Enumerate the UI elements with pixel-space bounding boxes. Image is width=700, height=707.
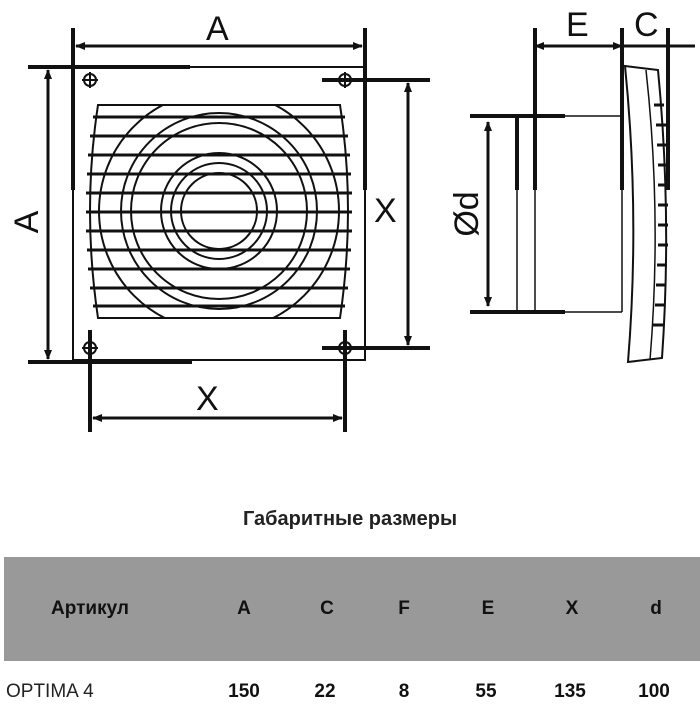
label-top-a: A bbox=[206, 10, 229, 48]
cell-x: 135 bbox=[554, 681, 586, 702]
label-bottom-x: X bbox=[196, 380, 219, 418]
cell-model: OPTIMA 4 bbox=[6, 681, 94, 702]
cell-d: 100 bbox=[638, 681, 670, 702]
header-f: F bbox=[398, 598, 410, 619]
cell-e: 55 bbox=[475, 681, 497, 702]
table-header: Артикул A C F E X d bbox=[4, 557, 700, 661]
label-right-x: X bbox=[374, 192, 397, 230]
table-row: OPTIMA 4 150 22 8 55 135 100 bbox=[0, 677, 700, 705]
side-view bbox=[470, 28, 695, 364]
cell-c: 22 bbox=[314, 681, 336, 702]
header-article: Артикул bbox=[51, 598, 129, 619]
label-c: C bbox=[634, 6, 659, 44]
label-left-a: A bbox=[8, 210, 46, 233]
table-title: Габаритные размеры bbox=[242, 508, 458, 530]
header-d: d bbox=[650, 598, 662, 619]
header-x: X bbox=[565, 598, 579, 619]
front-view bbox=[28, 28, 430, 432]
header-a: A bbox=[237, 598, 251, 619]
cell-a: 150 bbox=[228, 681, 260, 702]
dimension-drawing: A A X X E C Ød bbox=[8, 6, 695, 432]
header-e: E bbox=[481, 598, 495, 619]
cell-f: 8 bbox=[398, 681, 410, 702]
header-c: C bbox=[320, 598, 334, 619]
label-diameter-d: Ød bbox=[448, 191, 486, 236]
label-e: E bbox=[566, 6, 589, 44]
